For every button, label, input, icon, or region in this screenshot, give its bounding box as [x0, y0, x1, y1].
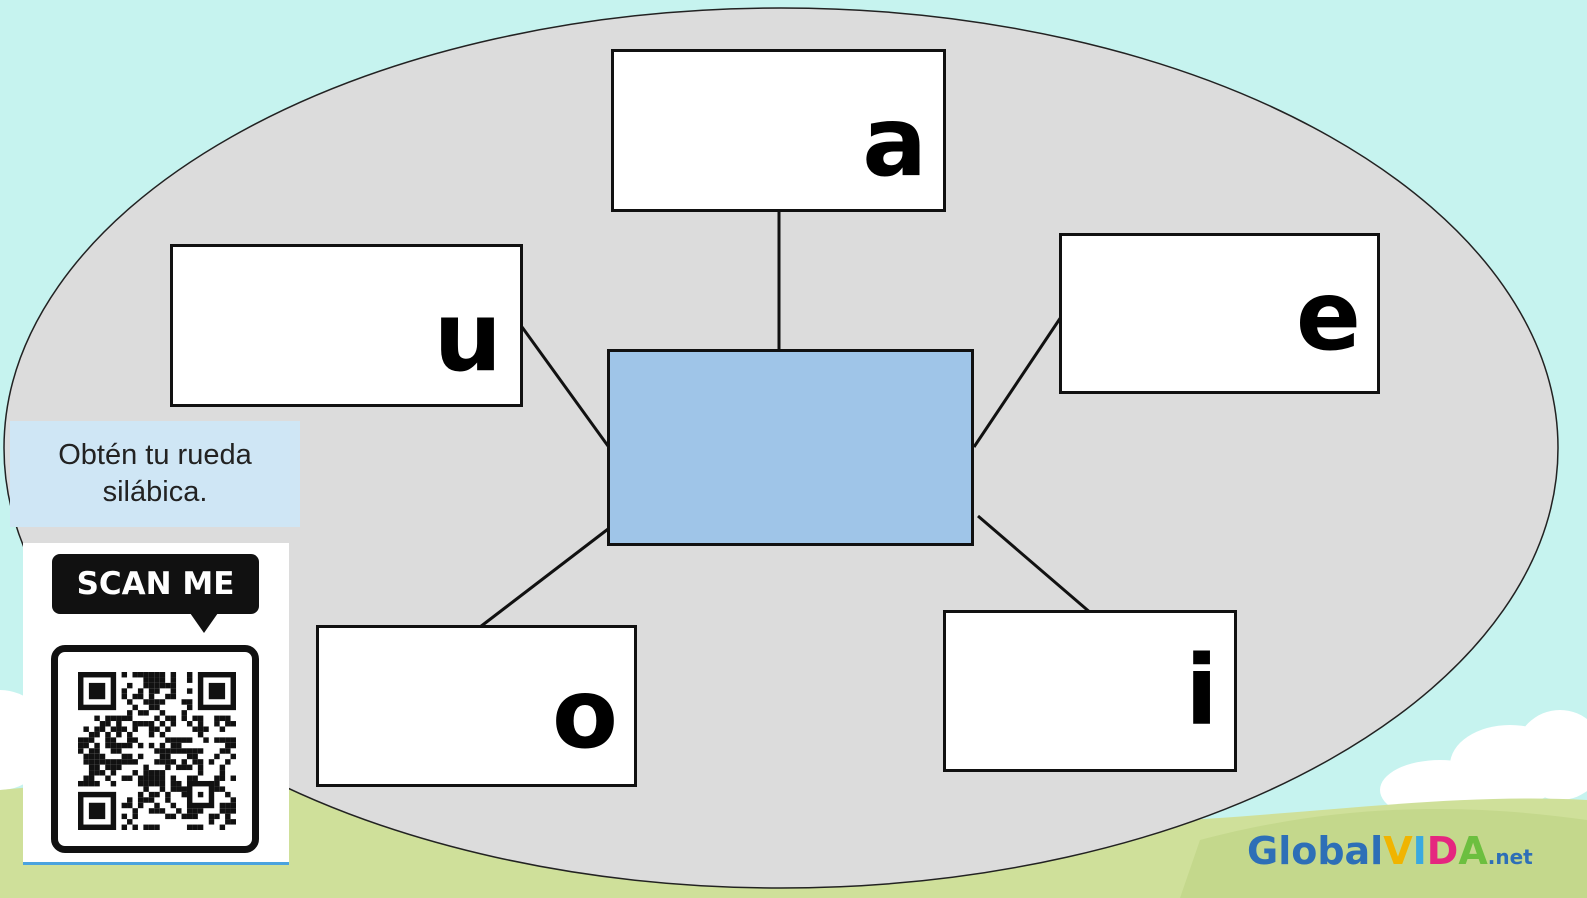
- node-label-a: a: [862, 86, 927, 198]
- grass-hill-back: [1180, 808, 1587, 898]
- node-label-e: e: [1295, 260, 1361, 372]
- globalvida-logo: GlobalVIDA.net: [1247, 826, 1533, 876]
- node-e: e: [1059, 233, 1380, 394]
- connectors: [479, 211, 1093, 629]
- logo-letter-d: D: [1426, 829, 1459, 873]
- node-a: a: [611, 49, 946, 212]
- logo-letter-i: I: [1412, 829, 1427, 873]
- node-o: o: [316, 625, 637, 787]
- qr-frame: [51, 645, 259, 853]
- logo-text-global: Global: [1247, 829, 1384, 873]
- connector-o: [479, 524, 613, 629]
- logo-letter-a: A: [1458, 829, 1488, 873]
- node-label-i: i: [1185, 635, 1218, 747]
- logo-letter-v: V: [1383, 829, 1413, 873]
- connector-i: [977, 514, 1093, 616]
- node-i: i: [943, 610, 1237, 772]
- qr-code-icon[interactable]: [78, 672, 236, 830]
- logo-suffix: .net: [1487, 845, 1533, 869]
- badge-pointer: [190, 613, 218, 633]
- qr-card[interactable]: SCAN ME: [23, 543, 289, 865]
- connector-u: [520, 326, 610, 447]
- center-node: [607, 349, 974, 546]
- node-label-u: u: [433, 281, 502, 393]
- connector-e: [972, 316, 1063, 448]
- scan-me-badge: SCAN ME: [52, 554, 259, 614]
- node-u: u: [170, 244, 523, 407]
- node-label-o: o: [552, 658, 618, 770]
